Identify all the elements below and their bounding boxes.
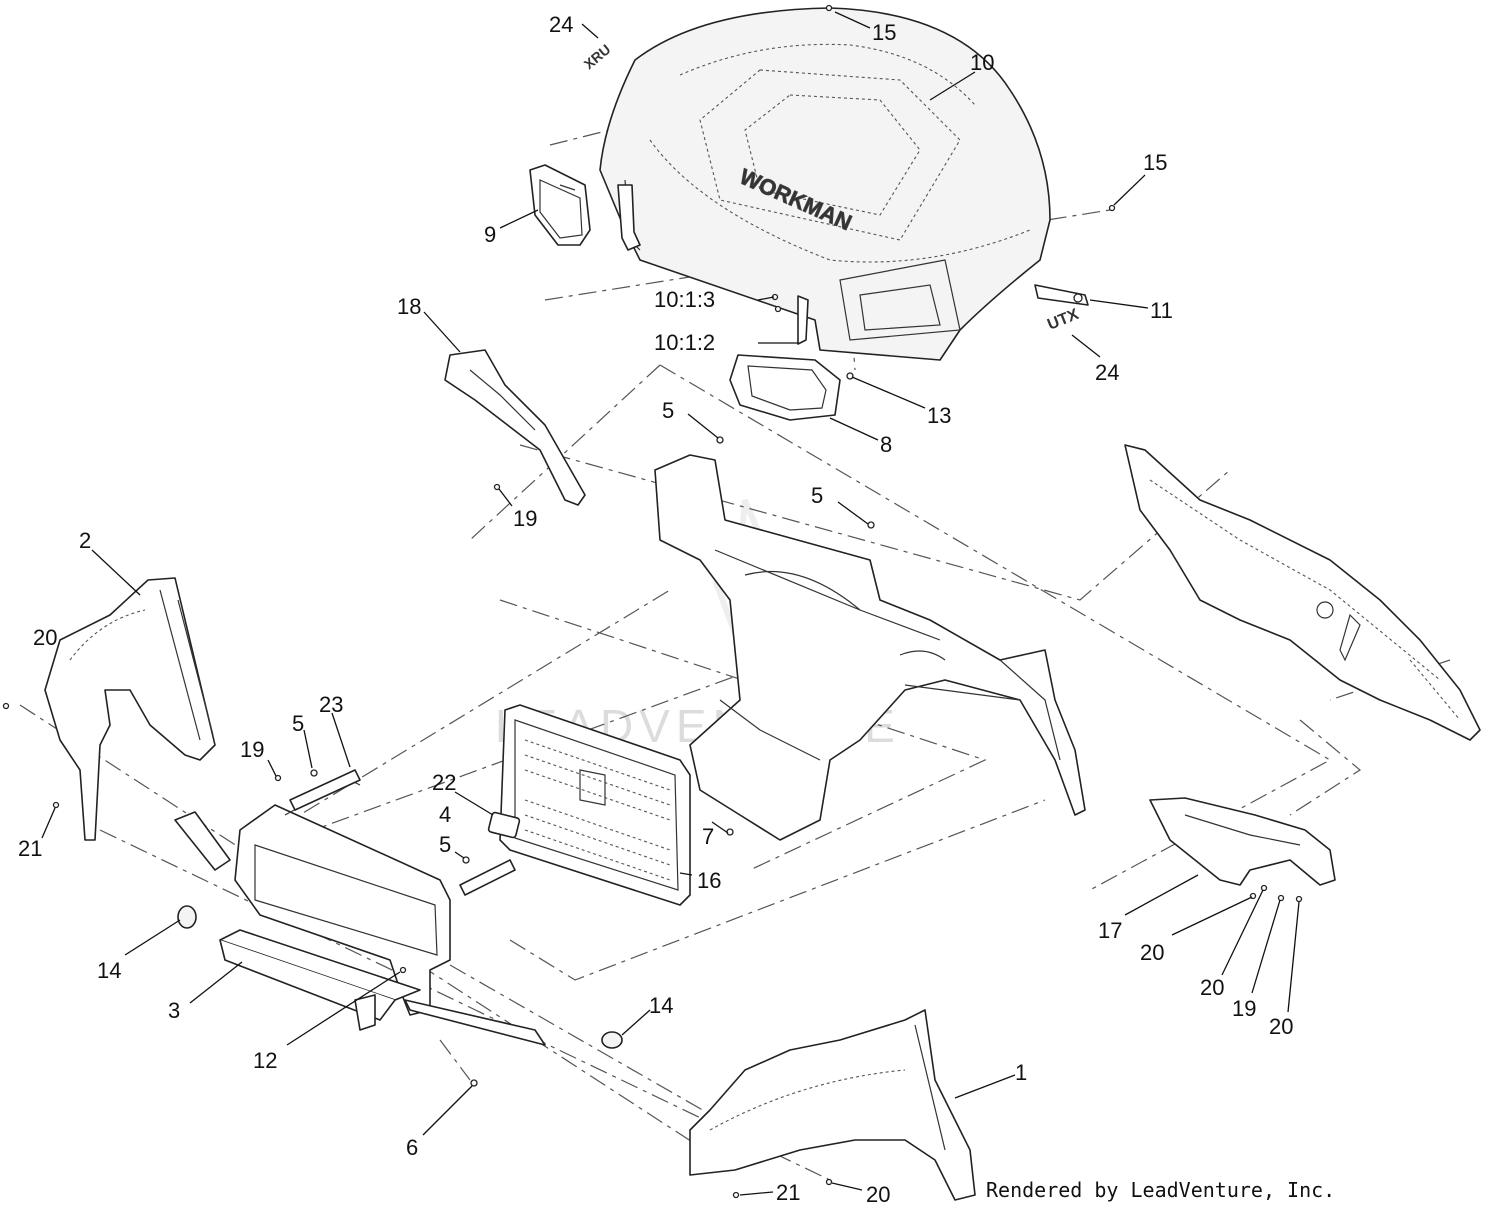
callout-20-bottom: 20 — [866, 1182, 890, 1207]
bumper-end-cap-right — [601, 1031, 623, 1049]
callout-19-bumper: 19 — [240, 737, 264, 762]
bumper-bracket-part — [289, 769, 361, 811]
callout-20-lower: 20 — [1200, 975, 1224, 1000]
callout-5-bumper: 5 — [292, 711, 304, 736]
hood-hook-bracket — [617, 184, 641, 251]
callout-19-top: 19 — [513, 506, 537, 531]
rear-panel-part — [1124, 444, 1481, 741]
callout-24-right: 24 — [1095, 360, 1119, 385]
callout-20-liner: 20 — [1140, 940, 1164, 965]
central-frame-part — [654, 454, 1086, 841]
callout-11: 11 — [1150, 298, 1173, 323]
callout-labels: 24 15 10 15 9 10:1:3 11 10:1:2 24 18 13 … — [18, 12, 1293, 1207]
right-fender-part — [689, 1009, 976, 1201]
left-badge-text: XRU — [581, 41, 614, 72]
callout-24-left: 24 — [549, 12, 573, 37]
callout-5-top: 5 — [662, 398, 674, 423]
callout-10-1-2: 10:1:2 — [654, 330, 715, 355]
left-fender-part — [44, 577, 216, 841]
callout-7: 7 — [702, 824, 714, 849]
callout-5-center: 5 — [811, 483, 823, 508]
bumper-end-cap-left — [177, 905, 197, 929]
grille-bracket-part — [459, 859, 516, 896]
callout-20-left: 20 — [33, 625, 57, 650]
callout-14-right: 14 — [649, 993, 673, 1018]
render-credit: Rendered by LeadVenture, Inc. — [986, 1178, 1336, 1202]
grille-part — [499, 704, 691, 906]
callout-13: 13 — [927, 403, 951, 428]
callout-10: 10 — [970, 50, 994, 75]
right-fender-liner-part — [1149, 797, 1336, 886]
callout-16: 16 — [697, 868, 721, 893]
callout-15-top: 15 — [872, 20, 896, 45]
right-badge-text: UTX — [1045, 306, 1081, 334]
callout-19-liner: 19 — [1232, 996, 1256, 1021]
grille-emblem-part — [487, 811, 521, 839]
callout-2: 2 — [79, 528, 91, 553]
callout-3: 3 — [168, 998, 180, 1023]
callout-leaders — [41, 11, 1300, 1196]
callout-8: 8 — [880, 432, 892, 457]
callout-23: 23 — [319, 692, 343, 717]
callout-4: 4 — [439, 802, 451, 827]
callout-15-right: 15 — [1143, 150, 1167, 175]
callout-12: 12 — [253, 1048, 277, 1073]
hardware-fasteners — [2, 4, 1303, 1199]
hood-latch-part — [1034, 284, 1089, 306]
callout-14-left: 14 — [97, 958, 121, 983]
callout-18: 18 — [397, 294, 421, 319]
callout-10-1-3: 10:1:3 — [654, 287, 715, 312]
callout-1: 1 — [1015, 1060, 1027, 1085]
callout-21-left: 21 — [18, 836, 42, 861]
callout-17: 17 — [1098, 918, 1122, 943]
left-fender-liner-part — [444, 349, 586, 506]
front-bumper-frame-part — [174, 779, 546, 1046]
callout-20-far: 20 — [1269, 1014, 1293, 1039]
left-headlight-part — [529, 164, 591, 246]
callout-22: 22 — [432, 770, 456, 795]
latch-hardware — [771, 293, 809, 345]
callout-21-bottom: 21 — [776, 1180, 800, 1205]
callout-6: 6 — [406, 1135, 418, 1160]
callout-5-grille: 5 — [439, 832, 451, 857]
callout-9: 9 — [484, 222, 496, 247]
right-headlight-part — [729, 354, 841, 421]
